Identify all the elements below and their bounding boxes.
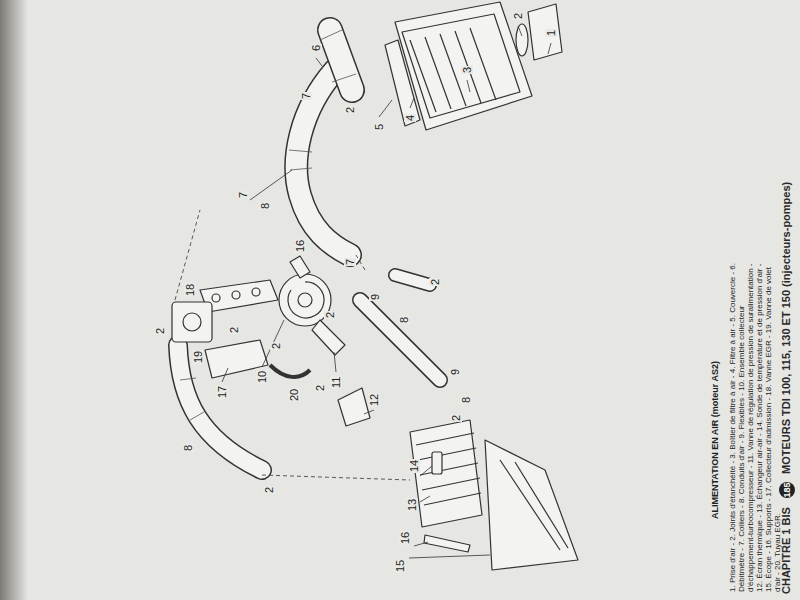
callout-number: 2 bbox=[344, 106, 356, 114]
callout-number: 16 bbox=[399, 531, 411, 545]
callout-number: 8 bbox=[259, 202, 271, 210]
callout-number: 16 bbox=[294, 239, 306, 253]
callout-number: 7 bbox=[344, 258, 356, 266]
page-number: 185 bbox=[779, 482, 795, 498]
callout-number: 19 bbox=[192, 350, 204, 364]
chapter-header: CHAPITRE 1 BIS bbox=[780, 507, 793, 594]
callout-number: 2 bbox=[429, 278, 441, 286]
callout-number: 17 bbox=[216, 385, 228, 399]
callout-number: 2 bbox=[450, 414, 462, 422]
callout-number: 5 bbox=[373, 123, 385, 131]
callout-number: 2 bbox=[263, 486, 275, 494]
callout-number: 2 bbox=[324, 311, 336, 319]
callout-number: 7 bbox=[237, 191, 249, 199]
section-header: MOTEURS TDI 100, 115, 130 ET 150 (inject… bbox=[780, 182, 793, 474]
page-shadow bbox=[0, 0, 28, 600]
callout-number: 12 bbox=[368, 393, 380, 407]
callout-number: 8 bbox=[460, 396, 472, 404]
diagram-title: ALIMENTATION EN AIR (moteur AS2) bbox=[710, 361, 721, 519]
callout-number: 8 bbox=[398, 316, 410, 324]
callout-number: 4 bbox=[404, 114, 416, 122]
callout-number: 2 bbox=[228, 326, 240, 334]
callout-number: 2 bbox=[270, 342, 282, 350]
callout-number: 7 bbox=[300, 92, 312, 100]
callout-number: 14 bbox=[408, 459, 420, 473]
callout-number: 2 bbox=[314, 384, 326, 392]
callout-number: 20 bbox=[288, 388, 300, 402]
callout-number: 18 bbox=[184, 283, 196, 297]
callout-number: 9 bbox=[449, 368, 461, 376]
callout-number: 1 bbox=[545, 29, 557, 37]
callout-number: 9 bbox=[369, 293, 381, 301]
callout-number: 3 bbox=[461, 66, 473, 74]
callout-number: 11 bbox=[330, 375, 342, 388]
callout-number: 6 bbox=[310, 44, 322, 52]
callout-number: 2 bbox=[154, 327, 166, 335]
callout-number: 8 bbox=[182, 444, 194, 452]
callout-number: 15 bbox=[394, 559, 406, 573]
parts-caption: 1. Prise d'air - 2. Joints d'étanchéité … bbox=[728, 262, 782, 592]
callout-number: 10 bbox=[256, 370, 268, 384]
callout-number: 2 bbox=[512, 12, 524, 20]
callout-number: 13 bbox=[406, 498, 418, 512]
